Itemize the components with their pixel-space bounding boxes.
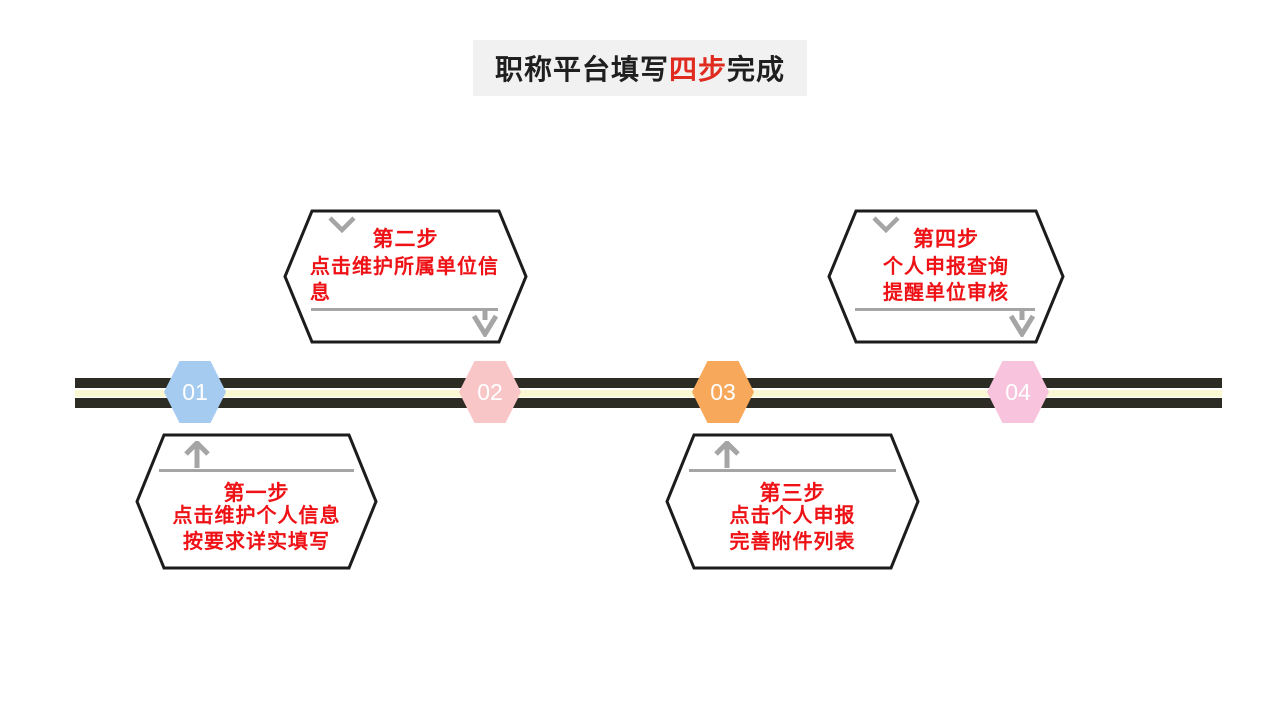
title-highlight: 四步	[668, 54, 728, 85]
callout-divider	[689, 469, 896, 472]
down-arrow-icon	[1008, 309, 1036, 339]
callout-step-3-text: 点击个人申报 完善附件列表	[665, 503, 920, 555]
title-suffix: 完成	[727, 54, 786, 85]
callout-step-3-line-2: 完善附件列表	[729, 531, 856, 553]
hexagon-outline	[665, 433, 920, 570]
callout-divider	[855, 308, 1035, 311]
step-badge-02: 02	[459, 361, 521, 423]
callout-step-3-title: 第三步	[759, 482, 826, 505]
callout-step-2-text: 点击维护所属单位信息	[310, 256, 499, 304]
callout-step-1-title: 第一步	[223, 482, 290, 505]
up-arrow-icon	[713, 439, 741, 469]
timeline-stripe-light	[75, 389, 1222, 397]
callout-step-1-text: 点击维护个人信息 按要求详实填写	[135, 503, 378, 555]
step-badge-03: 03	[692, 361, 754, 423]
callout-step-1: 第一步 点击维护个人信息 按要求详实填写	[135, 433, 378, 570]
timeline-stripe-dark-top	[75, 378, 1222, 388]
step-badge-03-number: 03	[710, 378, 736, 405]
callout-step-4-line-2: 提醒单位审核	[883, 282, 1009, 304]
callout-step-1-line-2: 按要求详实填写	[183, 531, 330, 553]
callout-step-2: 第二步 点击维护所属单位信息	[283, 209, 528, 344]
chevron-down-icon	[327, 215, 357, 234]
callout-step-2-title: 第二步	[372, 228, 439, 251]
down-arrow-icon	[471, 309, 499, 339]
step-badge-01-number: 01	[182, 378, 208, 405]
callout-step-4-title: 第四步	[913, 228, 979, 251]
chevron-down-icon	[871, 215, 901, 234]
step-badge-01: 01	[164, 361, 226, 423]
callout-divider	[159, 469, 354, 472]
step-badge-04-number: 04	[1005, 378, 1031, 405]
callout-step-3-line-1: 点击个人申报	[729, 505, 856, 527]
step-badge-04: 04	[987, 361, 1049, 423]
page-title: 职称平台填写四步完成	[472, 40, 808, 96]
timeline-bar	[75, 378, 1222, 408]
callout-divider	[311, 308, 498, 311]
callout-step-4-line-1: 个人申报查询	[883, 256, 1009, 278]
callout-step-3: 第三步 点击个人申报 完善附件列表	[665, 433, 920, 570]
callout-step-1-line-1: 点击维护个人信息	[172, 505, 341, 527]
callout-step-4-text: 个人申报查询 提醒单位审核	[827, 254, 1065, 306]
callout-step-4: 第四步 个人申报查询 提醒单位审核	[827, 209, 1065, 344]
up-arrow-icon	[183, 439, 211, 469]
hexagon-outline	[135, 433, 378, 570]
title-prefix: 职称平台填写	[494, 54, 669, 85]
timeline-stripe-dark-bottom	[75, 398, 1222, 408]
step-badge-02-number: 02	[477, 378, 503, 405]
